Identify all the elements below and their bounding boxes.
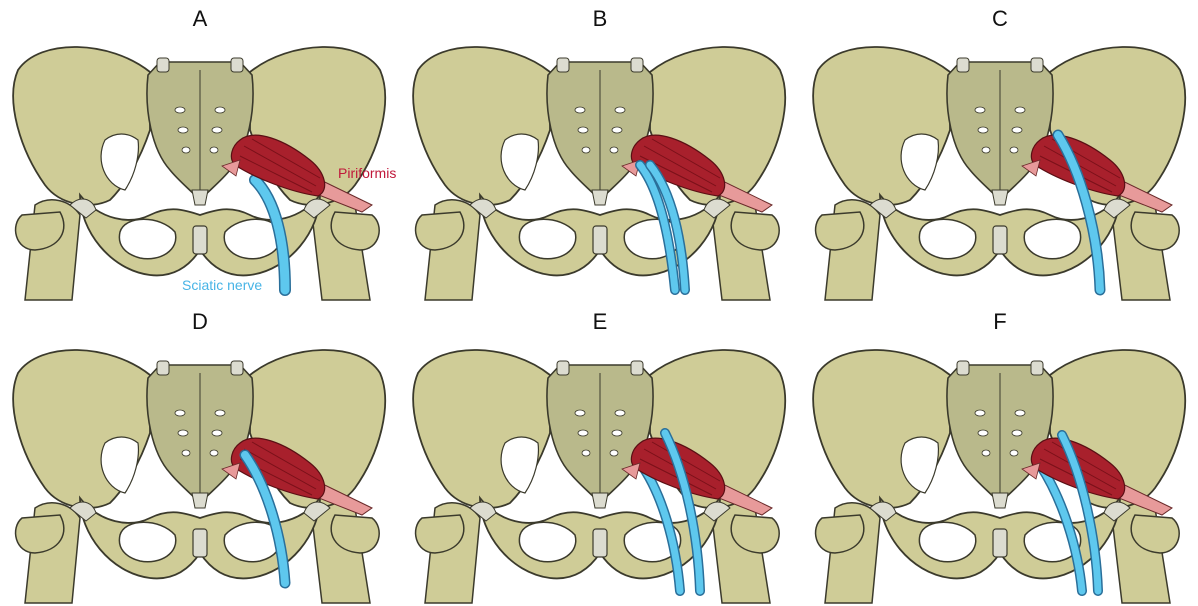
panel-label: F (993, 309, 1006, 334)
panel-label: A (193, 6, 208, 31)
pelvis-illustration (813, 350, 1185, 603)
panel-e: E (413, 309, 785, 603)
panel-f: F (813, 309, 1185, 603)
pelvis-illustration (13, 350, 385, 603)
panel-a: A Piriformis Sciatic nerve (13, 6, 396, 300)
pelvis-illustration (413, 350, 785, 603)
panel-c: C (813, 6, 1185, 300)
panel-b: B (413, 6, 785, 300)
sciatic-nerve-label: Sciatic nerve (182, 277, 262, 293)
panel-label: C (992, 6, 1008, 31)
pelvis-illustration (413, 47, 785, 300)
panel-label: E (593, 309, 608, 334)
pelvis-illustration (813, 47, 1185, 300)
panel-label: D (192, 309, 208, 334)
panel-d: D (13, 309, 385, 603)
panel-label: B (593, 6, 608, 31)
pelvis-illustration (13, 47, 385, 300)
piriformis-label: Piriformis (338, 165, 396, 181)
